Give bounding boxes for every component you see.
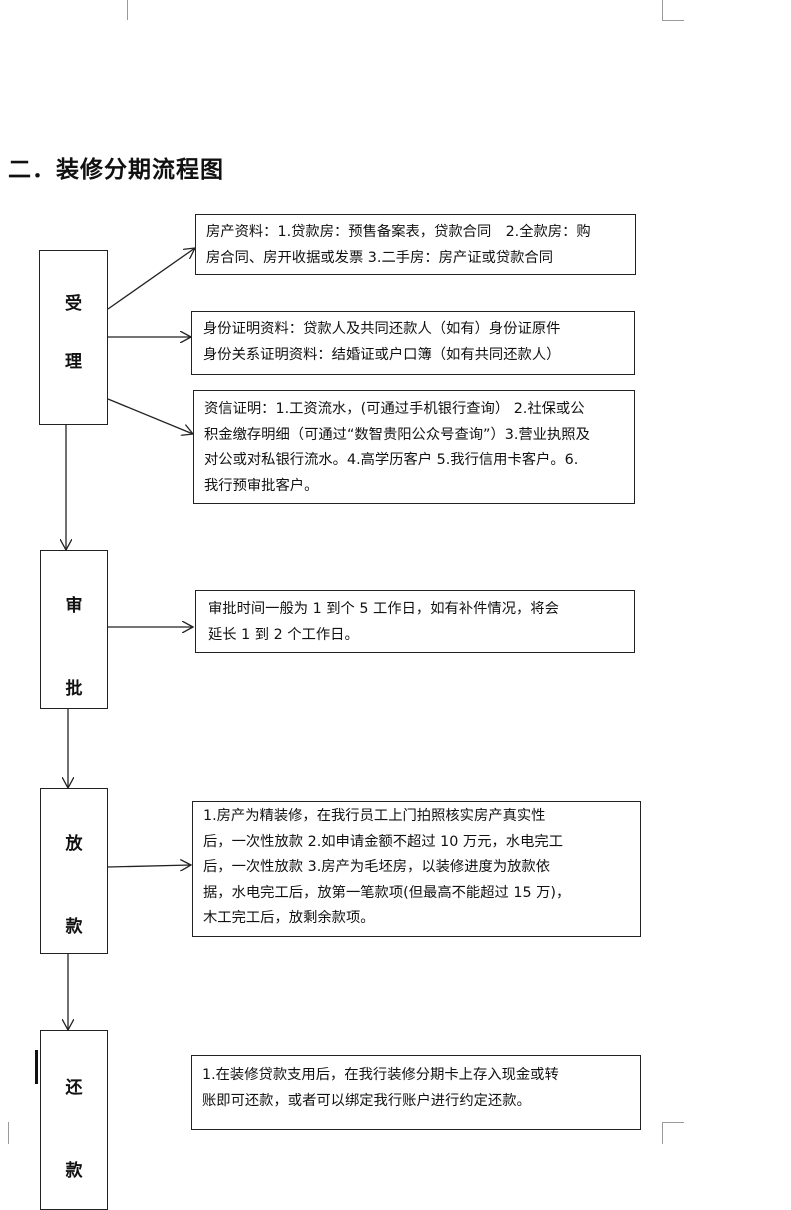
text-cursor bbox=[35, 1050, 38, 1084]
property-docs-line-2: 房合同、房开收据或发票 3.二手房：房产证或贷款合同 bbox=[206, 249, 554, 266]
approval-time-line-2: 延长 1 到 2 个工作日。 bbox=[208, 626, 359, 643]
disbursement-rules-line-1: 1.房产为精装修，在我行员工上门拍照核实房产真实性 bbox=[203, 808, 546, 824]
stage-repay-char-1: 还 bbox=[65, 1078, 83, 1098]
stage-accept: 受 理 bbox=[39, 250, 108, 425]
stage-repay: 还 款 bbox=[40, 1030, 108, 1210]
stage-accept-char-2: 理 bbox=[65, 352, 82, 372]
stage-disburse-char-2: 款 bbox=[65, 917, 83, 937]
repayment-rules-line-2: 账即可还款，或者可以绑定我行账户进行约定还款。 bbox=[202, 1092, 531, 1109]
crop-mark-top-left bbox=[127, 0, 128, 20]
stage-approve-char-2: 批 bbox=[65, 679, 83, 699]
credit-docs-line-4: 我行预审批客户。 bbox=[204, 477, 319, 494]
credit-docs-line-3: 对公或对私银行流水。4.高学历客户 5.我行信用卡客户。6. bbox=[204, 452, 579, 468]
arrow-accept-to-property bbox=[107, 248, 195, 310]
info-repayment-rules: 1.在装修贷款支用后，在我行装修分期卡上存入现金或转 账即可还款，或者可以绑定我… bbox=[191, 1055, 641, 1130]
stage-accept-char-1: 受 bbox=[65, 294, 82, 314]
approval-time-line-1: 审批时间一般为 1 到个 5 工作日，如有补件情况，将会 bbox=[208, 601, 559, 617]
info-disbursement-rules: 1.房产为精装修，在我行员工上门拍照核实房产真实性 后，一次性放款 2.如申请金… bbox=[192, 801, 641, 937]
credit-docs-line-2: 积金缴存明细（可通过“数智贵阳公众号查询”）3.营业执照及 bbox=[204, 426, 590, 443]
property-docs-line-1: 房产资料：1.贷款房：预售备案表，贷款合同 2.全款房：购 bbox=[206, 224, 591, 240]
identity-docs-line-1: 身份证明资料：贷款人及共同还款人（如有）身份证原件 bbox=[203, 321, 561, 337]
stage-repay-char-2: 款 bbox=[65, 1161, 83, 1181]
flowchart-title: 二．装修分期流程图 bbox=[8, 157, 224, 183]
disbursement-rules-line-3: 后，一次性放款 3.房产为毛坯房，以装修进度为放款依 bbox=[203, 859, 551, 875]
stage-disburse-char-1: 放 bbox=[65, 834, 83, 854]
info-credit-docs: 资信证明：1.工资流水，(可通过手机银行查询） 2.社保或公 积金缴存明细（可通… bbox=[193, 390, 635, 504]
disbursement-rules-line-5: 木工完工后，放剩余款项。 bbox=[203, 910, 375, 926]
crop-mark-bottom-left-v bbox=[8, 1122, 9, 1144]
arrow-disburse-to-rules bbox=[107, 865, 191, 867]
crop-mark-bottom-right-h bbox=[662, 1122, 684, 1123]
crop-mark-top-right-v bbox=[662, 0, 663, 20]
stage-approve: 审 批 bbox=[40, 550, 108, 709]
disbursement-rules-line-2: 后，一次性放款 2.如申请金额不超过 10 万元，水电完工 bbox=[203, 833, 563, 850]
arrow-accept-to-credit bbox=[107, 398, 193, 434]
info-identity-docs: 身份证明资料：贷款人及共同还款人（如有）身份证原件 身份关系证明资料：结婚证或户… bbox=[191, 311, 635, 375]
credit-docs-line-1: 资信证明：1.工资流水，(可通过手机银行查询） 2.社保或公 bbox=[204, 401, 585, 417]
crop-mark-top-right-h bbox=[662, 20, 684, 21]
disbursement-rules-line-4: 据，水电完工后，放第一笔款项(但最高不能超过 15 万)， bbox=[203, 884, 571, 901]
stage-approve-char-1: 审 bbox=[65, 596, 83, 616]
stage-disburse: 放 款 bbox=[40, 788, 108, 954]
info-approval-time: 审批时间一般为 1 到个 5 工作日，如有补件情况，将会 延长 1 到 2 个工… bbox=[195, 590, 635, 653]
identity-docs-line-2: 身份关系证明资料：结婚证或户口簿（如有共同还款人） bbox=[203, 346, 561, 363]
repayment-rules-line-1: 1.在装修贷款支用后，在我行装修分期卡上存入现金或转 bbox=[202, 1067, 559, 1083]
crop-mark-bottom-right-v bbox=[662, 1122, 663, 1144]
info-property-docs: 房产资料：1.贷款房：预售备案表，贷款合同 2.全款房：购 房合同、房开收据或发… bbox=[195, 214, 636, 275]
